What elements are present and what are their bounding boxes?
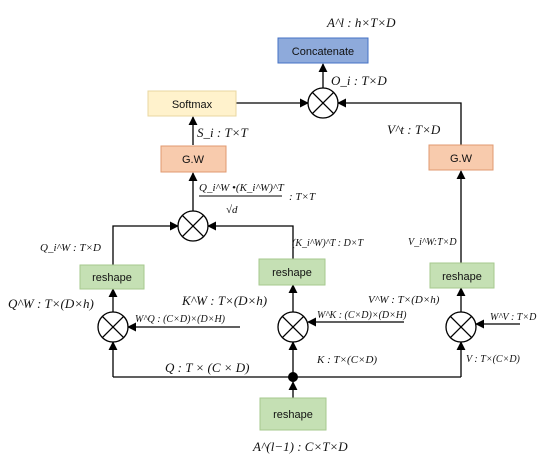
k-input-label: K : T×(C×D): [316, 354, 377, 366]
reshape-q-label: reshape: [92, 272, 132, 284]
concatenate-label: Concatenate: [292, 46, 354, 58]
box-gw-left: G.W: [160, 145, 227, 173]
box-reshape-k: reshape: [258, 258, 326, 286]
k-w-label: K^W : T×(D×h): [181, 293, 267, 308]
q-input-label: Q : T × (C × D): [165, 360, 249, 375]
softmax-label: Softmax: [172, 99, 213, 111]
box-reshape-q: reshape: [79, 264, 145, 290]
multiply-icon-output: [307, 87, 339, 119]
gw-left-label: G.W: [182, 154, 205, 166]
reshape-input-label: reshape: [273, 409, 313, 421]
w-k-label: W^K : (C×D)×(D×H): [317, 310, 407, 321]
connectors: [108, 63, 520, 398]
s-i-label: S_i : T×T: [197, 125, 248, 140]
arrow-k-to-attn: [207, 221, 294, 259]
box-softmax: Softmax: [147, 90, 237, 117]
v-iw-label: V_i^W:T×D: [408, 237, 457, 248]
w-v-label: W^V : T×D: [490, 312, 537, 323]
attn-denominator: √d: [226, 204, 238, 216]
attn-shape: : T×T: [289, 191, 316, 203]
multipliers: [97, 87, 477, 343]
box-reshape-input: reshape: [259, 397, 327, 431]
q-iw-label: Q_i^W : T×D: [40, 242, 101, 254]
multiply-icon-k: [277, 311, 309, 343]
multiply-icon-attention: [177, 210, 209, 242]
box-gw-right: G.W: [428, 144, 494, 171]
box-concatenate: Concatenate: [277, 37, 369, 64]
arrow-q-to-attn: [112, 221, 179, 265]
o-i-label: O_i : T×D: [331, 73, 387, 88]
multiply-icon-v: [445, 311, 477, 343]
v-w-label: V^W : T×(D×h): [368, 294, 440, 306]
w-q-label: W^Q : (C×D)×(D×H): [135, 314, 226, 325]
box-reshape-v: reshape: [429, 262, 495, 289]
multiply-icon-q: [97, 311, 129, 343]
v-t-label: V^t : T×D: [387, 122, 441, 137]
input-label: A^(l−1) : C×T×D: [252, 439, 348, 454]
reshape-v-label: reshape: [442, 271, 482, 283]
junction-dot: [288, 372, 298, 382]
v-input-label: V : T×(C×D): [466, 354, 521, 365]
gw-right-label: G.W: [450, 153, 473, 165]
q-w-label: Q^W : T×(D×h): [8, 296, 94, 311]
reshape-k-label: reshape: [272, 267, 312, 279]
arrow-gw-to-mul: [337, 98, 462, 145]
output-label: A^l : h×T×D: [326, 15, 396, 30]
attn-numerator: Q_i^W •(K_i^W)^T: [199, 182, 285, 194]
k-iw-t-label: (K_i^W)^T : D×T: [292, 238, 365, 249]
